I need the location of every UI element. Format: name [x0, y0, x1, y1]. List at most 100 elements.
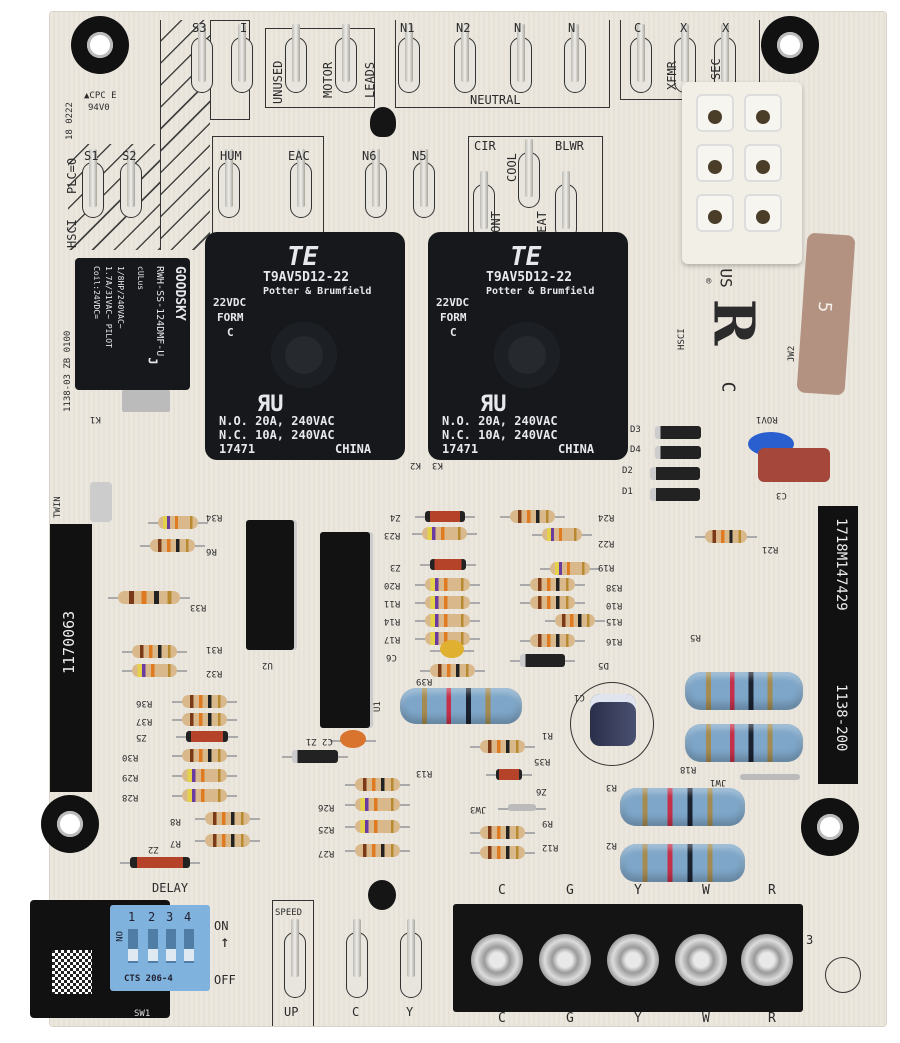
terminal-n2[interactable]: [454, 24, 476, 93]
label-r7: R7: [170, 838, 181, 848]
relay-k1-cert: cULus: [136, 266, 145, 291]
terminal-s3[interactable]: [191, 24, 213, 93]
label-r13: R13: [416, 768, 433, 778]
label-r14: R14: [384, 616, 401, 626]
dip-position-1: 1: [128, 910, 136, 924]
ic-u2: [246, 520, 294, 650]
dip-toggle-1[interactable]: [128, 929, 138, 963]
ul-logo: R: [700, 298, 767, 346]
twin-terminal[interactable]: [90, 482, 112, 522]
component-r26: [355, 798, 400, 811]
dip-toggle-3[interactable]: [166, 929, 176, 963]
component-z4: [425, 511, 465, 522]
screw-terminal-w[interactable]: [675, 934, 727, 986]
relay-form: FORM: [217, 311, 244, 324]
terminal-hum[interactable]: [218, 149, 240, 218]
label-hsci-right: HSCI: [677, 328, 687, 350]
component-r25: [355, 820, 400, 833]
ul-registered: ®: [706, 277, 712, 287]
terminal-y-bottom[interactable]: [400, 919, 422, 998]
label-r9: R9: [542, 818, 553, 828]
label-r33: R33: [190, 602, 207, 612]
screw-terminal-r[interactable]: [741, 934, 793, 986]
mounting-hole: [71, 16, 129, 74]
relay-k1-rating2: 1.7A/31VAC~ PILOT: [104, 266, 113, 348]
dip-toggle-2[interactable]: [148, 929, 158, 963]
dip-position-3: 3: [166, 910, 174, 924]
label-s2: S2: [122, 149, 137, 163]
terminal-label-top: C: [498, 883, 506, 898]
terminal-s2[interactable]: [120, 149, 142, 218]
label-r21: R21: [762, 544, 779, 554]
terminal-i[interactable]: [231, 24, 253, 93]
label-z4: Z4: [390, 512, 401, 522]
component-r15: [555, 614, 595, 627]
terminal-c-bottom[interactable]: [346, 919, 368, 998]
terminal-n1[interactable]: [398, 24, 420, 93]
terminal-cont[interactable]: [473, 171, 495, 240]
label-leads: LEADS: [363, 61, 377, 98]
label-terminal-ref: 3: [806, 933, 814, 947]
label-cpc: ▲CPC E: [84, 91, 117, 101]
terminal-n5[interactable]: [413, 149, 435, 218]
label-r32: R32: [206, 668, 223, 678]
terminal-c[interactable]: [630, 24, 652, 93]
blade-fuse[interactable]: 5: [796, 232, 856, 396]
component-d5: [520, 654, 565, 667]
component-r33: [118, 591, 180, 604]
terminal-n6[interactable]: [365, 149, 387, 218]
terminal-motor[interactable]: [335, 24, 357, 93]
component-r11: [425, 596, 470, 609]
terminal-eac[interactable]: [290, 149, 312, 218]
label-c6: C6: [386, 652, 397, 662]
label-x: X: [680, 21, 688, 35]
relay-nc-rating: N.C. 10A, 240VAC: [219, 428, 335, 442]
label-d1: D1: [622, 487, 633, 497]
silk-outline: [570, 682, 654, 766]
component-r14: [425, 614, 470, 627]
terminal-unused[interactable]: [285, 24, 307, 93]
label-c1: C1: [574, 692, 585, 702]
terminal-cool[interactable]: [518, 139, 540, 208]
label-c2: C2: [322, 736, 333, 746]
diode-d4: [655, 446, 701, 459]
label-s1: S1: [84, 149, 99, 163]
label-d2: D2: [622, 466, 633, 476]
label-r25: R25: [318, 824, 335, 834]
screw-terminal-c[interactable]: [471, 934, 523, 986]
label-x-sec: X: [722, 21, 730, 35]
terminal-n4[interactable]: [564, 24, 586, 93]
label-r35: R35: [534, 756, 551, 766]
component-resistor: [430, 664, 475, 677]
component-r12: [480, 846, 525, 859]
power-resistor-r18: [685, 724, 803, 762]
terminal-heat[interactable]: [555, 171, 577, 240]
dip-toggle-4[interactable]: [184, 929, 194, 963]
label-y-bottom: Y: [406, 1005, 414, 1019]
label-hum: HUM: [220, 149, 242, 163]
screw-terminal-y[interactable]: [607, 934, 659, 986]
label-r6: R6: [206, 546, 217, 556]
label-z6: Z6: [536, 786, 547, 796]
relay-origin: CHINA: [558, 442, 595, 456]
terminal-n3[interactable]: [510, 24, 532, 93]
speed-box: [272, 900, 314, 1026]
terminal-label-bot: C: [498, 1011, 506, 1026]
component-r24: [510, 510, 555, 523]
relay-no-rating: N.O. 20A, 240VAC: [442, 414, 558, 428]
screw-terminal-g[interactable]: [539, 934, 591, 986]
label-motor: MOTOR: [321, 61, 335, 98]
terminal-speed-up[interactable]: [284, 919, 306, 998]
part-number-label-left: 1170063: [50, 524, 92, 792]
six-pin-connector[interactable]: [682, 82, 802, 264]
component-r21: [705, 530, 747, 543]
terminal-s1[interactable]: [82, 149, 104, 218]
component-z5: [186, 731, 228, 742]
component-r29: [182, 769, 227, 782]
mounting-hole: [801, 798, 859, 856]
label-n5: N5: [412, 149, 427, 163]
component-r30: [182, 749, 227, 762]
label-r29: R29: [122, 772, 139, 782]
relay-form-type: C: [450, 326, 457, 339]
label-n2: N2: [456, 21, 471, 35]
